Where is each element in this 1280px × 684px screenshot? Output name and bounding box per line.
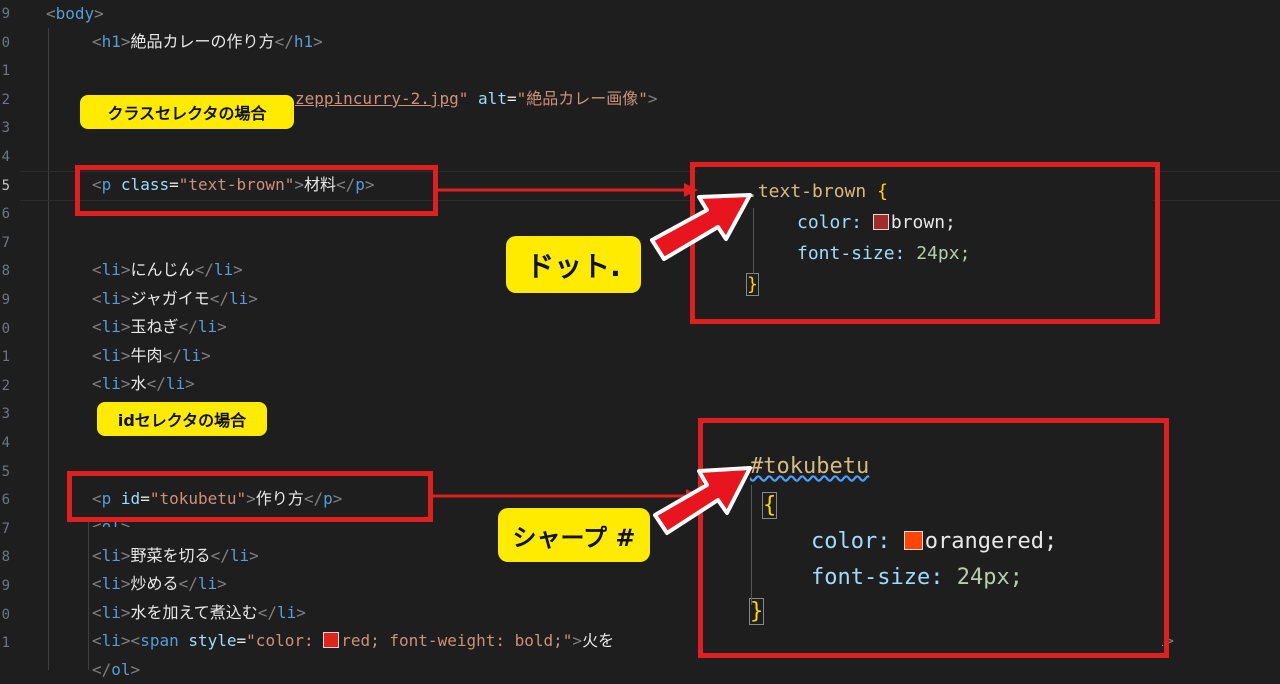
id-css-highlight-box [698, 418, 1169, 658]
orangered-swatch [903, 531, 923, 550]
code-line-p-class: <p class="text-brown">材料</p> [92, 175, 375, 194]
h1-text: 絶品カレーの作り方 [130, 32, 275, 51]
code-line-p-id: <p id="tokubetu">作り方</p> [92, 489, 343, 508]
id-selector-callout: idセレクタの場合 [97, 402, 267, 436]
img-src-tail: zeppincurry-2.jpg [295, 89, 459, 108]
code-line-body: <body> [46, 4, 104, 23]
code-line-img: zeppincurry-2.jpg" alt="絶品カレー画像"> [295, 89, 658, 108]
line-number: 9 [1, 578, 10, 594]
brown-swatch [872, 214, 889, 230]
line-number: 9 [1, 6, 10, 22]
current-line-highlight [20, 171, 1280, 201]
p-class-highlight-box [75, 165, 438, 216]
line-number-gutter: 9 0 1 2 3 4 5 6 7 8 9 0 1 2 3 4 5 6 7 8 9 0 1 [0, 0, 20, 670]
line-number: 4 [1, 149, 10, 165]
line-number: 7 [1, 520, 10, 537]
code-line-h1: <h1>絶品カレーの作り方</h1> [92, 32, 323, 51]
pointer-arrow-sharp [653, 466, 752, 535]
line-number: 2 [1, 91, 10, 108]
dot-callout: ドット. [506, 236, 641, 293]
class-selector-text: .text-brown [747, 181, 867, 202]
line-number: 8 [1, 549, 10, 566]
line-number: 1 [1, 63, 10, 80]
list-item: <li>牛肉</li> [92, 346, 211, 365]
list-item: <li>野菜を切る</li> [92, 546, 259, 565]
line-number: 8 [1, 263, 10, 280]
list-item: <li>玉ねぎ</li> [92, 317, 227, 336]
line-number: 3 [1, 406, 10, 423]
line-number: 1 [1, 349, 10, 366]
p-text: 材料 [303, 175, 336, 194]
line-number: 6 [1, 492, 10, 509]
line-number: 0 [1, 320, 10, 337]
line-number: 0 [1, 606, 10, 623]
list-item: <li>水を加えて煮込む</li> [92, 603, 306, 622]
code-line-span: <li><span style="color: red; font-weight… [92, 631, 615, 650]
pointer-arrow-dot [650, 193, 752, 261]
body-tag: body [55, 4, 95, 23]
list-item: <li>炒める</li> [92, 574, 227, 593]
p2-text: 作り方 [255, 489, 304, 508]
line-number: 1 [1, 635, 10, 652]
connector-arrows [433, 183, 752, 535]
line-number: 5 [1, 463, 10, 480]
indent-guide [88, 520, 89, 670]
line-number: 4 [1, 435, 10, 451]
code-line-ol: <ol> [92, 517, 131, 527]
class-css-panel: .text-brown { color: brown; font-size: 2… [697, 168, 1153, 318]
indent-guide [48, 28, 49, 670]
list-item: <li>にんじん</li> [92, 260, 243, 279]
line-number: 7 [1, 234, 10, 251]
p-id-value: "tokubetu" [149, 489, 247, 508]
line-number: 2 [1, 377, 10, 394]
sharp-callout: シャープ # [498, 508, 650, 562]
id-css-panel: #tokubetu { color: orangered; font-size:… [705, 425, 1162, 651]
color-swatch [323, 632, 340, 648]
p-id-highlight-box [67, 471, 433, 522]
list-item: <li>水</li> [92, 374, 195, 393]
line-number: 3 [1, 120, 10, 137]
line-number: 6 [1, 206, 10, 223]
class-selector-callout: クラスセレクタの場合 [80, 95, 294, 129]
id-selector-text: #tokubetu [750, 454, 870, 479]
p-class-value: "text-brown" [178, 175, 295, 194]
line-number: 5 [1, 177, 10, 194]
line-number: 0 [1, 34, 10, 51]
img-alt-value: "絶品カレー画像" [516, 89, 648, 108]
list-item: <li>ジャガイモ</li> [92, 289, 258, 308]
line-number: 9 [1, 292, 10, 308]
